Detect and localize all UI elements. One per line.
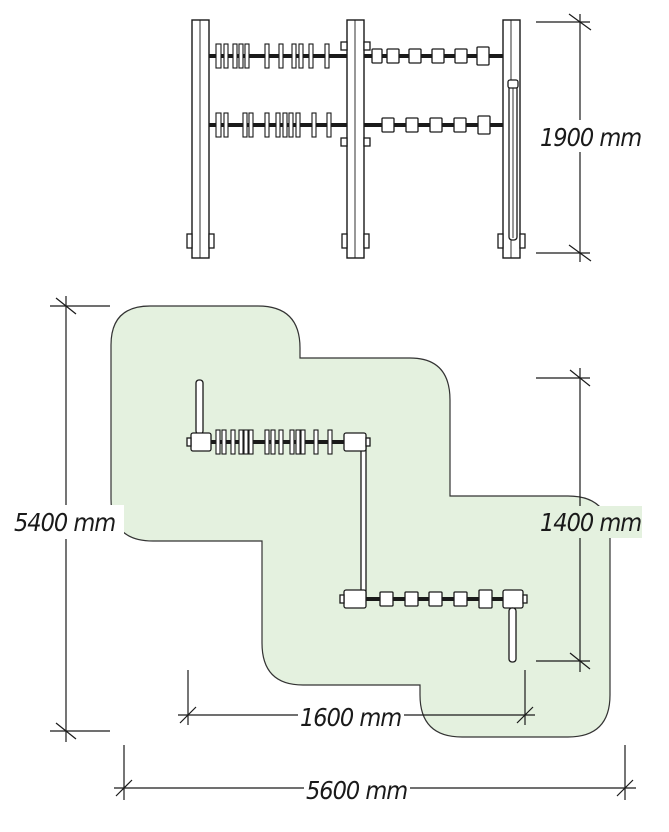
plan-post-right-2	[502, 589, 524, 609]
plan-left-discs	[215, 429, 333, 455]
elevation-view	[186, 19, 526, 259]
elevation-upper-blocks	[371, 46, 490, 66]
plan-right-blocks	[379, 589, 493, 609]
plan-handle-left	[195, 379, 204, 435]
elevation-height-dimension: 1900 mm	[536, 13, 642, 262]
plan-depth-label: 5400 mm	[14, 508, 115, 537]
plan-depth-dimension: 5400 mm	[8, 296, 124, 742]
elevation-lower-discs	[215, 112, 332, 138]
module-offset-label: 1400 mm	[540, 508, 641, 537]
elevation-base-bolts	[186, 233, 526, 249]
plan-post-right-1	[343, 589, 367, 609]
elevation-post-left	[191, 19, 210, 259]
plan-post-left-2	[343, 432, 367, 452]
module-length-label: 1600 mm	[300, 703, 401, 732]
module-offset-dimension: 1400 mm	[536, 368, 642, 672]
plan-width-label: 5600 mm	[306, 776, 407, 805]
elevation-height-label: 1900 mm	[540, 123, 641, 152]
elevation-lower-blocks	[381, 115, 491, 135]
plan-connector-beam	[360, 441, 367, 601]
plan-equipment	[186, 379, 528, 663]
plan-post-left-1	[190, 432, 212, 452]
elevation-post-middle	[346, 19, 365, 259]
plan-handle-right	[508, 607, 517, 663]
plan-width-dimension: 5600 mm	[114, 745, 636, 805]
module-length-dimension: 1600 mm	[178, 670, 535, 732]
elevation-upper-discs	[215, 43, 330, 69]
